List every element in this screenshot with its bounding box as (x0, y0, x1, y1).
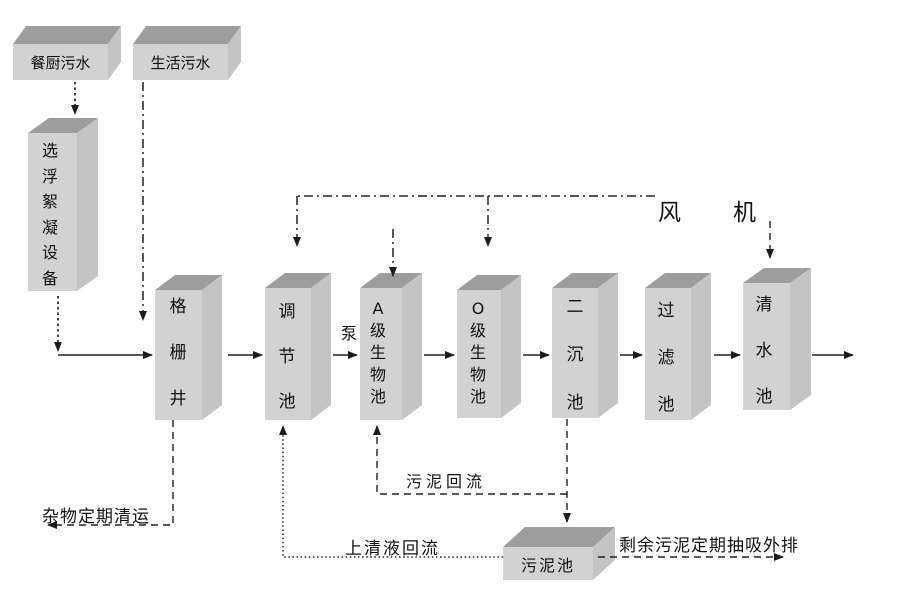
secondary-sed-tank-label: 二沉池 (566, 297, 584, 413)
regulating-tank-box (265, 273, 331, 420)
fan-label: 风机 (658, 200, 808, 226)
excess-sludge-label: 剩余污泥定期抽吸外排 (619, 536, 799, 556)
kitchen-wastewater-box (13, 26, 121, 80)
clean-water-tank-label: 清水池 (755, 295, 773, 407)
kitchen-wastewater-label: 餐厨污水 (30, 54, 91, 72)
grid-well-box (155, 275, 222, 420)
regulating-tank-label: 调节池 (278, 302, 296, 412)
a-bio-tank-box (360, 273, 422, 420)
grid-well-label: 格栅井 (169, 297, 187, 409)
sludge-tank-box (503, 527, 615, 580)
sludge-return-label: 污泥回流 (406, 472, 487, 491)
sludge-tank-label: 污泥池 (520, 556, 575, 575)
debris-removal-label: 杂物定期清运 (42, 507, 150, 527)
o-bio-tank-label: O级生物池 (469, 299, 486, 406)
flotation-equipment-box (28, 118, 98, 291)
flotation-equipment-label: 选浮絮凝设备 (41, 141, 58, 288)
secondary-sed-tank-box (552, 273, 618, 418)
domestic-sewage-box (133, 26, 241, 80)
pump-label: 泵 (341, 324, 358, 343)
o-bio-tank-box (457, 275, 521, 418)
filter-tank-label: 过滤池 (657, 301, 675, 415)
sludge-return-arrow (373, 425, 567, 495)
filter-tank-box (645, 273, 711, 420)
a-bio-tank-label: A级生物池 (369, 299, 386, 406)
clean-water-tank-box (743, 268, 811, 410)
supernatant-return-label: 上清液回流 (345, 539, 440, 559)
domestic-sewage-label: 生活污水 (150, 54, 211, 72)
